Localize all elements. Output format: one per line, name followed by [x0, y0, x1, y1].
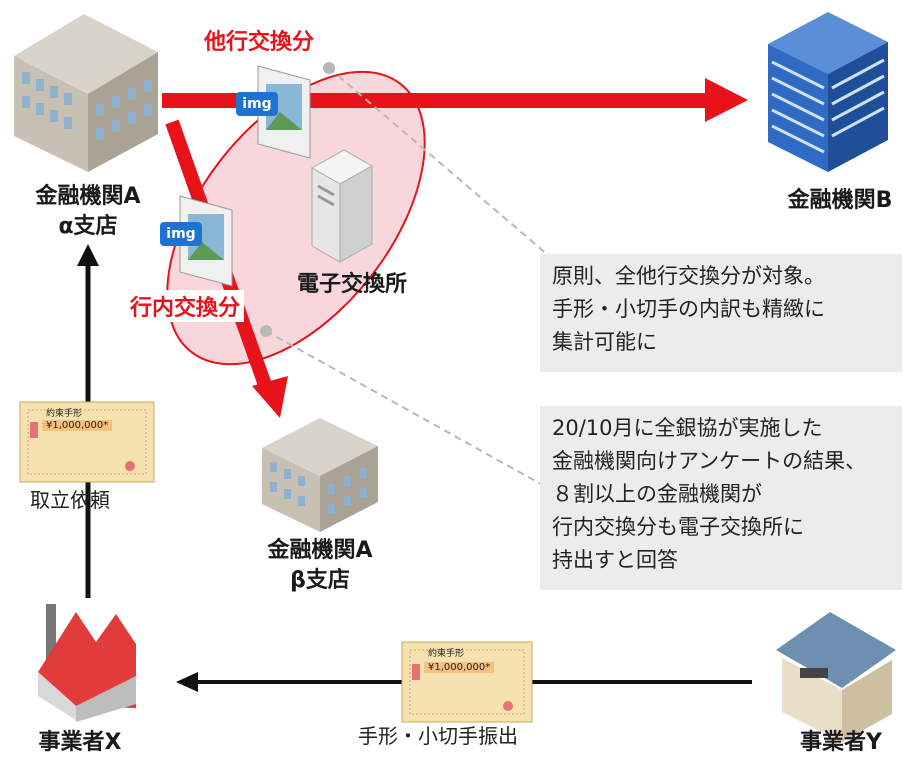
note1-line: 手形・小切手の内訳も精緻に: [552, 297, 825, 321]
in-bank-exchange-label: 行内交換分: [126, 290, 245, 322]
cheque-title-center: 約束手形: [428, 649, 465, 659]
cheque-amount-center: ¥1,000,000*: [424, 662, 495, 673]
exchange-server-icon: [310, 149, 374, 263]
note2-line: 20/10月に全銀協が実施した: [552, 416, 823, 440]
note-survey: 20/10月に全銀協が実施した 金融機関向けアンケートの結果、 ８割以上の金融機…: [540, 406, 902, 590]
bank-a-alpha-label: 金融機関A α支店: [8, 182, 168, 242]
leader-line-note2: [265, 330, 549, 489]
note2-line: ８割以上の金融機関が: [552, 482, 762, 506]
note1-line: 原則、全他行交換分が対象。: [552, 264, 825, 288]
business-x-label: 事業者X: [38, 730, 122, 755]
bank-a-beta-name: 金融機関A: [267, 538, 373, 563]
note-other-bank: 原則、全他行交換分が対象。 手形・小切手の内訳も精緻に 集計可能に: [540, 254, 902, 372]
cheque-card-icon-center: [401, 641, 533, 723]
cheque-amount-left: ¥1,000,000*: [42, 420, 113, 431]
business-x-factory-icon: [38, 604, 136, 722]
other-bank-exchange-label: 他行交換分: [200, 24, 319, 56]
note2-line: 行内交換分も電子交換所に: [552, 515, 804, 539]
business-y-shop-icon: [776, 612, 896, 742]
bank-b-building-icon: [768, 12, 888, 172]
issue-label: 手形・小切手振出: [358, 724, 518, 748]
image-card-icon-upper: [257, 65, 311, 159]
bank-a-alpha-building-icon: [14, 14, 158, 172]
bank-a-alpha-branch: α支店: [58, 214, 118, 239]
cheque-title-left: 約束手形: [46, 409, 83, 419]
image-card-icon-lower: [179, 195, 233, 287]
leader-dot-note2: [260, 325, 272, 337]
bank-a-beta-branch: β支店: [290, 568, 350, 593]
image-badge-upper: img: [236, 92, 278, 116]
note2-line: 金融機関向けアンケートの結果、: [552, 449, 867, 473]
note2-line: 持出すと回答: [552, 548, 678, 572]
bank-b-label: 金融機関B: [787, 188, 893, 213]
business-y-label: 事業者Y: [800, 730, 882, 755]
collection-request-label: 取立依頼: [30, 488, 110, 512]
bank-a-beta-building-icon: [262, 418, 378, 532]
bank-a-alpha-name: 金融機関A: [35, 184, 141, 209]
exchange-label: 電子交換所: [296, 272, 407, 297]
bank-a-beta-label: 金融機関A β支店: [240, 536, 400, 596]
image-badge-lower: img: [160, 222, 202, 246]
note1-line: 集計可能に: [552, 330, 657, 354]
leader-dot-note1: [323, 62, 335, 74]
cheque-card-icon-left: [19, 401, 155, 483]
